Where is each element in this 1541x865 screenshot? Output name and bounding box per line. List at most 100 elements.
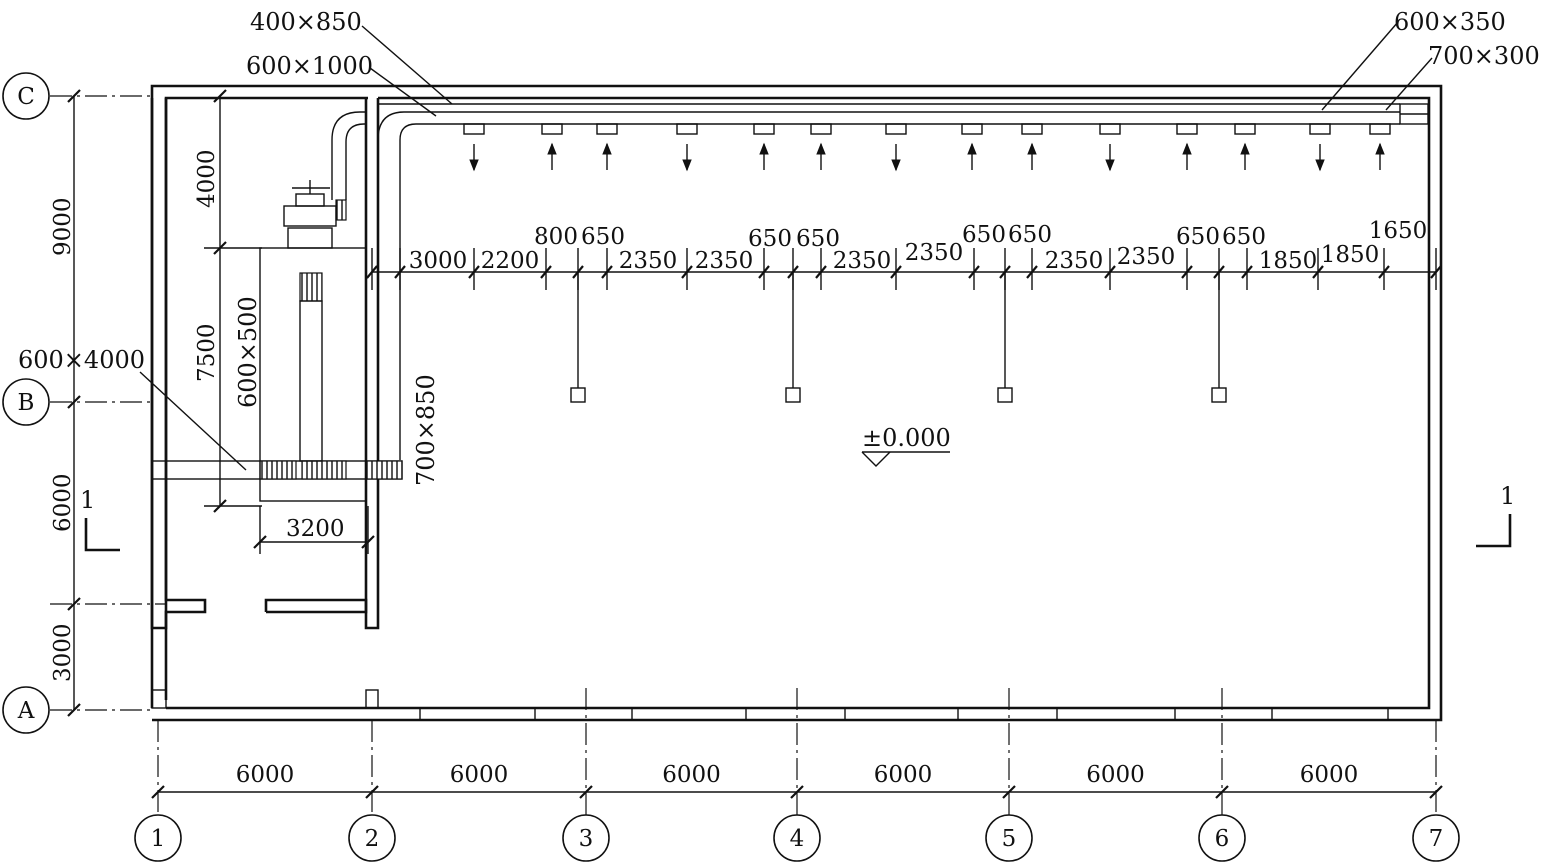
duct-spacing-label: 800 bbox=[534, 224, 578, 250]
duct-spacing-label: 650 bbox=[962, 222, 1006, 248]
duct-outlet bbox=[1176, 123, 1198, 135]
supply-arrow-icon bbox=[682, 159, 692, 172]
column-bubble bbox=[562, 814, 610, 862]
duct-outlet bbox=[596, 123, 618, 135]
duct-spacing-label: 1650 bbox=[1369, 218, 1428, 244]
return-arrow-icon bbox=[1027, 142, 1037, 155]
duct-outlet bbox=[961, 123, 983, 135]
column-axis-lines bbox=[151, 688, 1443, 815]
column-spacing-label: 6000 bbox=[236, 762, 295, 788]
room-dimensions: 4000 7500 3200 bbox=[194, 89, 375, 554]
duct-outlet bbox=[1021, 123, 1043, 135]
duct-spacing-label: 2200 bbox=[481, 248, 540, 274]
duct-spacing-label: 650 bbox=[581, 224, 625, 250]
duct-spacing-label: 2350 bbox=[1117, 244, 1176, 270]
return-arrow-icon bbox=[602, 142, 612, 155]
row-bubble-label: C bbox=[17, 84, 35, 110]
duct-spacing-label: 2350 bbox=[833, 248, 892, 274]
main-supply-duct bbox=[378, 103, 1429, 125]
duct-outlet bbox=[1309, 123, 1331, 135]
row-spacing-x-a: 3000 bbox=[50, 623, 76, 682]
column-axis-tick bbox=[1002, 785, 1016, 799]
duct-spacing-label: 1850 bbox=[1259, 248, 1318, 274]
return-arrow-icon bbox=[1240, 142, 1250, 155]
duct-size-label-d7: 700×850 bbox=[412, 374, 440, 486]
elevation-label: ±0.000 bbox=[862, 424, 951, 452]
section-mark-left: 1 bbox=[80, 486, 120, 552]
duct-size-labels: 400×850 600×1000 600×350 700×300 600×400… bbox=[18, 8, 1540, 486]
dimension-tick bbox=[601, 265, 613, 279]
duct-outlet bbox=[463, 123, 485, 135]
duct-spacing-label: 2350 bbox=[695, 248, 754, 274]
supply-arrow-icon bbox=[891, 159, 901, 172]
column-spacing-label: 6000 bbox=[874, 762, 933, 788]
column-spacing-label: 6000 bbox=[662, 762, 721, 788]
row-spacing-b-x: 6000 bbox=[50, 473, 76, 532]
duct-outlet bbox=[1099, 123, 1121, 135]
duct-spacing-label: 650 bbox=[1176, 224, 1220, 250]
column-axis-tick bbox=[1215, 785, 1229, 799]
return-arrow-icon bbox=[1182, 142, 1192, 155]
duct-spacing-label: 1850 bbox=[1321, 242, 1380, 268]
dimension-tick bbox=[1430, 265, 1442, 279]
room-height-lower: 7500 bbox=[194, 323, 220, 382]
dimension-tick bbox=[968, 265, 980, 279]
machine-room bbox=[150, 98, 417, 630]
duct-outlet bbox=[753, 123, 775, 135]
supply-arrow-icon bbox=[1315, 159, 1325, 172]
fan-icon bbox=[283, 180, 347, 249]
dimension-tick bbox=[468, 265, 480, 279]
duct-spacing-label: 650 bbox=[796, 226, 840, 252]
duct-outlet bbox=[1234, 123, 1256, 135]
duct-spacing-label: 3000 bbox=[409, 248, 468, 274]
return-arrow-icon bbox=[816, 142, 826, 155]
dimension-tick bbox=[1241, 265, 1253, 279]
duct-size-label-d3: 600×350 bbox=[1394, 8, 1506, 36]
row-grid-bubbles: CBA bbox=[2, 72, 50, 734]
return-arrow-icon bbox=[547, 142, 557, 155]
dimension-tick bbox=[1181, 265, 1193, 279]
column-bubble bbox=[773, 814, 821, 862]
supply-arrow-icon bbox=[1105, 159, 1115, 172]
column-bubble-label: 6 bbox=[1215, 826, 1230, 852]
column-axis-tick bbox=[151, 785, 165, 799]
dimension-tick bbox=[1104, 265, 1116, 279]
south-wall-joints bbox=[419, 708, 1389, 720]
dimension-tick bbox=[681, 265, 693, 279]
duct-spacing-label: 2350 bbox=[905, 240, 964, 266]
dimension-tick bbox=[540, 265, 552, 279]
section-mark-label-left: 1 bbox=[80, 486, 95, 514]
column-bubble bbox=[134, 814, 182, 862]
duct-outlet bbox=[885, 123, 907, 135]
column-bubble-label: 3 bbox=[579, 826, 594, 852]
column-bubble-label: 2 bbox=[365, 826, 380, 852]
column-bubble-label: 7 bbox=[1429, 826, 1444, 852]
duct-size-label-d1: 400×850 bbox=[250, 8, 362, 36]
row-axes: 9000 6000 3000 bbox=[50, 89, 166, 717]
column-bubble bbox=[985, 814, 1033, 862]
duct-outlets bbox=[463, 123, 1391, 172]
duct-spacing-label: 650 bbox=[748, 226, 792, 252]
duct-spacing-label: 650 bbox=[1222, 224, 1266, 250]
duct-outlet bbox=[810, 123, 832, 135]
column-bubble-label: 5 bbox=[1002, 826, 1017, 852]
column-bubble bbox=[348, 814, 396, 862]
row-bubble bbox=[2, 686, 50, 734]
row-bubble bbox=[2, 72, 50, 120]
supply-arrow-icon bbox=[469, 159, 479, 172]
column-axis-tick bbox=[1429, 785, 1443, 799]
column-bubble-label: 1 bbox=[151, 826, 166, 852]
duct-size-label-d6: 600×500 bbox=[234, 296, 262, 408]
duct-outlet bbox=[676, 123, 698, 135]
dimension-tick bbox=[366, 265, 378, 279]
dimension-tick bbox=[1312, 265, 1324, 279]
duct-outlet bbox=[1369, 123, 1391, 135]
door-width-label: 3200 bbox=[286, 516, 345, 542]
room-height-upper: 4000 bbox=[194, 149, 220, 208]
return-arrow-icon bbox=[759, 142, 769, 155]
dimension-tick bbox=[758, 265, 770, 279]
column-axis-tick bbox=[790, 785, 804, 799]
